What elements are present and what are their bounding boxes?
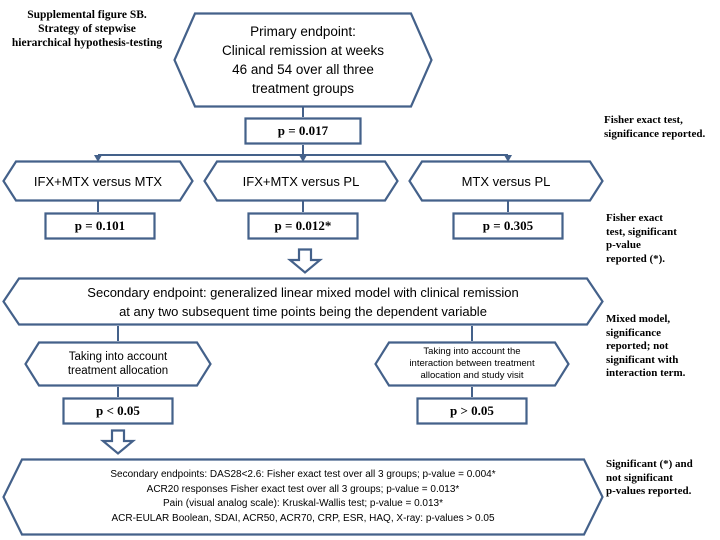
secondary-results-line-4: ACR-EULAR Boolean, SDAI, ACR50, ACR70, C… [111, 512, 495, 524]
secondary-endpoint-line-2: at any two subsequent time points being … [119, 303, 487, 319]
comparison-p-value-box-0[interactable]: p = 0.101 [44, 212, 156, 240]
rectangle-outline [247, 212, 359, 240]
rectangle-outline [452, 212, 564, 240]
comparison-box-ifx-mtx-vs-pl[interactable]: IFX+MTX versus PL [203, 160, 399, 202]
rectangle-outline [44, 212, 156, 240]
hexagon-outline [374, 341, 570, 387]
rectangle-outline [62, 397, 174, 425]
model-1-line-2: interaction between treatment [409, 358, 535, 369]
comparison-p-value-label-0: p = 0.101 [74, 218, 126, 233]
note-models-line-4: significant with [606, 353, 679, 366]
model-1-line-1: Taking into account the [423, 346, 521, 357]
model-p-value-box-1[interactable]: p > 0.05 [416, 397, 528, 425]
figure-title: Supplemental figure SB. Strategy of step… [4, 8, 170, 50]
comparison-p-value-box-2[interactable]: p = 0.305 [452, 212, 564, 240]
hexagon-outline [2, 458, 604, 536]
rectangle-outline [244, 117, 362, 145]
secondary-results-line-2: ACR20 responses Fisher exact test over a… [146, 483, 460, 495]
hexagon-outline [24, 341, 212, 387]
model-0-line-1: Taking into account [68, 351, 168, 363]
note-comparisons-line-2: test, significant [606, 225, 677, 238]
comparison-p-value-label-2: p = 0.305 [482, 218, 534, 233]
hexagon-outline [2, 160, 194, 202]
note-comparisons-line-1: Fisher exact [606, 212, 663, 224]
down-block-arrow-icon-1 [288, 248, 322, 274]
comparison-label-0: IFX+MTX versus MTX [33, 173, 163, 189]
note-comparisons-line-4: reported (*). [606, 252, 666, 265]
note-primary-line-1: Fisher exact test, [604, 114, 683, 126]
note-models-line-5: interaction term. [606, 367, 686, 379]
secondary-results-text: Secondary endpoints: DAS28<2.6: Fisher e… [2, 468, 604, 526]
model-p-value-label-1: p > 0.05 [450, 403, 494, 418]
model-0-line-2: treatment allocation [67, 365, 169, 377]
note-results-line-1: Significant (*) and [606, 458, 693, 470]
model-p-value-label-0: p < 0.05 [96, 403, 140, 418]
note-results: Significant (*) and not significant p-va… [606, 458, 720, 499]
secondary-endpoint-box[interactable]: Secondary endpoint: generalized linear m… [2, 277, 604, 326]
secondary-results-box[interactable]: Secondary endpoints: DAS28<2.6: Fisher e… [2, 458, 604, 536]
comparison-label-1: IFX+MTX versus PL [242, 173, 360, 189]
hexagon-outline [408, 160, 604, 202]
model-box-interaction-term[interactable]: Taking into account the interaction betw… [374, 341, 570, 387]
note-results-line-3: p-values reported. [606, 485, 692, 497]
note-models-line-3: reported; not [606, 340, 669, 352]
note-primary-endpoint: Fisher exact test, significance reported… [604, 114, 720, 141]
figure-title-line-1: Supplemental figure SB. [27, 9, 147, 21]
primary-endpoint-text: Primary endpoint: Clinical remission at … [173, 22, 433, 98]
comparison-box-ifx-mtx-vs-mtx[interactable]: IFX+MTX versus MTX [2, 160, 194, 202]
primary-p-value-box[interactable]: p = 0.017 [244, 117, 362, 145]
down-block-arrow-icon-2 [101, 429, 135, 455]
primary-endpoint-line-2: Clinical remission at weeks [221, 43, 385, 58]
model-p-value-box-0[interactable]: p < 0.05 [62, 397, 174, 425]
secondary-results-line-3: Pain (visual analog scale): Kruskal-Wall… [162, 498, 444, 509]
note-models-line-1: Mixed model, [606, 313, 671, 325]
hexagon-outline [2, 277, 604, 326]
note-comparisons-line-3: p-value [606, 239, 641, 251]
model-1-line-3: allocation and study visit [420, 370, 524, 381]
hexagon-outline [203, 160, 399, 202]
note-comparisons: Fisher exact test, significant p-value r… [606, 212, 720, 266]
model-box-treatment-allocation[interactable]: Taking into account treatment allocation [24, 341, 212, 387]
secondary-endpoint-text: Secondary endpoint: generalized linear m… [2, 283, 604, 321]
comparison-box-mtx-vs-pl[interactable]: MTX versus PL [408, 160, 604, 202]
note-models: Mixed model, significance reported; not … [606, 313, 720, 381]
primary-endpoint-line-1: Primary endpoint: [250, 24, 356, 39]
note-primary-line-2: significance reported. [604, 127, 706, 140]
comparison-p-value-box-1[interactable]: p = 0.012* [247, 212, 359, 240]
primary-endpoint-line-3: 46 and 54 over all three [232, 62, 374, 77]
comparison-label-2: MTX versus PL [461, 173, 551, 189]
model-text-1: Taking into account the interaction betw… [374, 346, 570, 382]
primary-endpoint-line-4: treatment groups [251, 81, 355, 96]
note-results-line-2: not significant [606, 471, 673, 484]
comparison-p-value-label-1: p = 0.012* [274, 218, 332, 233]
note-models-line-2: significance [606, 326, 661, 339]
rectangle-outline [416, 397, 528, 425]
model-text-0: Taking into account treatment allocation [24, 350, 212, 378]
secondary-endpoint-line-1: Secondary endpoint: generalized linear m… [87, 284, 519, 300]
hexagon-outline [173, 12, 433, 108]
figure-title-line-3: hierarchical hypothesis-testing [11, 37, 163, 49]
primary-p-value-label: p = 0.017 [277, 123, 329, 138]
primary-endpoint-box[interactable]: Primary endpoint: Clinical remission at … [173, 12, 433, 108]
figure-title-line-2: Strategy of stepwise [38, 23, 136, 35]
secondary-results-line-1: Secondary endpoints: DAS28<2.6: Fisher e… [110, 469, 496, 480]
